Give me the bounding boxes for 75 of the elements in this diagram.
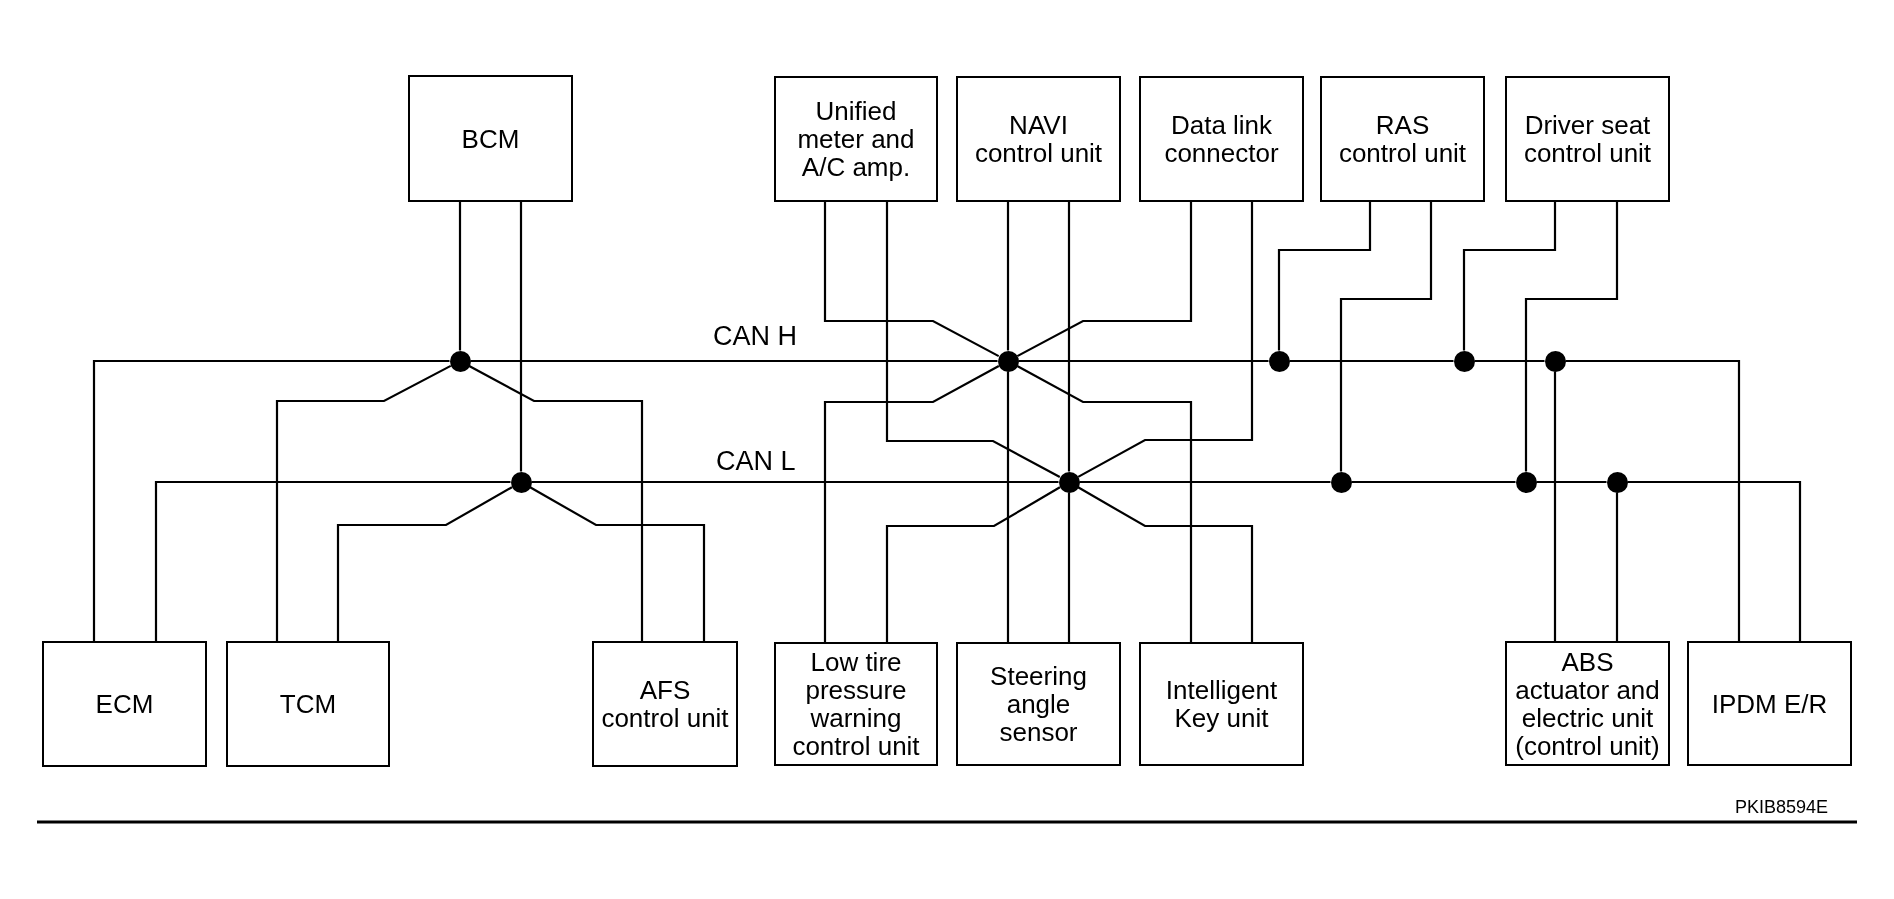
wire [1018,359,1269,363]
wire [1627,480,1802,641]
wire [1016,202,1193,358]
wire [823,365,1000,642]
wire [1077,486,1254,642]
wire [885,202,1061,478]
module-box [956,642,1121,766]
module-name: Data link connector [1163,111,1280,167]
module-box [1139,76,1304,202]
module-name: RAS control unit [1337,111,1468,167]
module-name: NAVI control unit [973,111,1104,167]
junction-dot-icon [1544,350,1566,372]
wire [1016,365,1193,642]
module-name: Intelligent Key unit [1164,676,1279,732]
junction-dot-icon [1453,350,1475,372]
wire [519,202,523,472]
wire [1289,359,1454,363]
module-box [226,641,390,767]
wire [1553,371,1557,641]
wire [275,364,452,641]
module-name: Steering angle sensor [989,662,1088,746]
wire [529,486,706,641]
module-box [1320,76,1485,202]
module-name: AFS control unit [600,676,730,732]
module-box [592,641,738,767]
module-name: IPDM E/R [1711,689,1828,718]
module-box [42,641,207,767]
wire [336,486,513,641]
figure-code: PKIB8594E [1735,797,1829,817]
junction-dot-icon [1606,471,1628,493]
junction-dot-icon [1330,471,1352,493]
wire [154,480,511,641]
module-name: Low tire pressure warning control unit [791,648,921,760]
wire [1524,202,1619,472]
junction-dot-icon [449,350,471,372]
wire [468,365,644,641]
wire [1277,202,1372,351]
wire [1462,202,1557,351]
junction-dot-icon [1268,350,1290,372]
wire [1536,480,1607,484]
junction-dot-icon [1058,471,1080,493]
module-box [1139,642,1304,766]
junction-dot-icon [1515,471,1537,493]
wire [1474,359,1545,363]
module-box [408,75,573,202]
wire [823,202,1000,358]
wire [1077,202,1254,478]
junction-dot-icon [510,471,532,493]
wire [1339,202,1433,472]
junction-dot-icon [997,350,1019,372]
wire [531,480,1059,484]
wire [1079,480,1331,484]
wire [470,359,998,363]
module-box [1505,641,1670,766]
wire [458,202,462,351]
module-box [956,76,1121,202]
module-box [774,642,938,766]
module-name: ECM [95,690,154,718]
wire [1565,359,1741,641]
module-name: Driver seat control unit [1522,111,1653,167]
wire [885,486,1061,642]
wire [1067,492,1071,642]
wire [1351,480,1516,484]
module-box [774,76,938,202]
module-box [1687,641,1852,766]
wire [1006,202,1010,351]
module-box [1505,76,1670,202]
wire [92,359,450,641]
module-name: Unified meter and A/C amp. [796,97,916,181]
module-name: ABS actuator and electric unit (control unit) [1514,647,1661,760]
wire [1615,492,1619,641]
wire [1006,371,1010,642]
module-name: BCM [461,124,520,153]
module-name: TCM [279,690,337,718]
wire [1067,202,1071,472]
